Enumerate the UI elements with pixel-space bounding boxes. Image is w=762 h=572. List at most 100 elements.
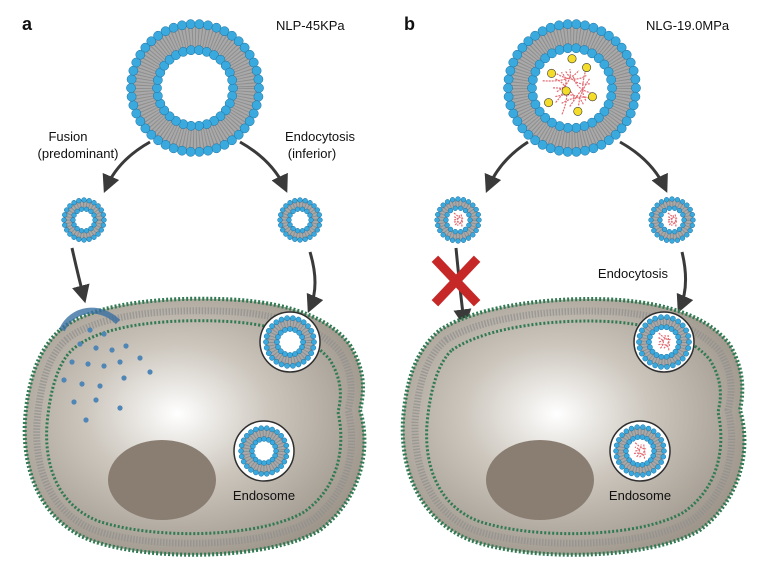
lipid-head xyxy=(619,432,625,438)
lipid-head xyxy=(304,225,310,232)
lipid-tail-striping xyxy=(133,26,257,150)
lipid-head xyxy=(588,143,599,154)
lipid-head xyxy=(239,123,250,134)
lipid-head xyxy=(621,49,632,60)
lipid-head xyxy=(644,460,650,466)
lipid-head xyxy=(475,222,481,229)
lipid-head xyxy=(596,26,607,37)
lipid-head xyxy=(473,227,479,234)
lipid-head xyxy=(78,206,85,212)
lipid-head xyxy=(269,439,276,446)
lipid-head xyxy=(444,199,451,205)
lipid-head xyxy=(593,112,604,123)
lipid-head xyxy=(653,352,660,358)
lipid-head xyxy=(258,471,264,477)
lipid-head xyxy=(284,362,290,369)
lipid-head xyxy=(269,456,276,463)
nucleus-b xyxy=(486,440,594,520)
lipid-head xyxy=(233,129,244,140)
lipid-head xyxy=(562,122,573,133)
lipid-head xyxy=(444,222,450,228)
lipid-head xyxy=(676,226,683,233)
cell-membrane-inner-a xyxy=(33,307,356,547)
lipid-head xyxy=(664,314,670,321)
lipid-head xyxy=(470,232,476,238)
lipid-head xyxy=(240,437,247,444)
cargo-dot xyxy=(109,347,115,353)
lipid-head xyxy=(465,199,472,205)
lipid-head xyxy=(537,139,548,150)
lipid-head xyxy=(177,145,187,156)
lipid-head xyxy=(672,229,678,235)
lipid-head xyxy=(302,236,308,242)
lipid-head xyxy=(310,333,317,340)
lipid-head xyxy=(623,428,630,434)
lipid-head xyxy=(287,352,293,358)
lipid-head xyxy=(244,432,250,439)
lipid-head xyxy=(263,339,269,345)
gel-network-strand xyxy=(565,71,591,85)
lipid-head xyxy=(443,217,449,223)
lipid-head xyxy=(668,326,675,332)
lipid-head xyxy=(160,26,171,37)
lipid-head xyxy=(645,470,652,477)
lipid-head xyxy=(663,324,670,331)
lipid-head xyxy=(616,42,627,53)
lipid-head xyxy=(444,235,451,241)
lipid-head xyxy=(294,206,301,212)
lipid-head xyxy=(675,334,681,340)
lipid-tail-striping xyxy=(640,318,688,366)
lipid-head xyxy=(517,42,528,53)
lipid-head xyxy=(316,212,322,218)
lipid-head xyxy=(269,323,275,329)
gel-network-strand xyxy=(634,446,641,458)
lipid-head xyxy=(634,424,640,430)
lipid-head xyxy=(244,116,255,127)
lipid-head xyxy=(669,196,675,202)
lipid-head xyxy=(675,359,682,366)
lipid-head xyxy=(462,226,469,233)
lipid-head xyxy=(126,91,137,102)
lipid-head xyxy=(523,129,534,140)
lipid-head xyxy=(658,212,664,218)
lipid-head xyxy=(311,231,317,237)
lipid-head xyxy=(562,19,573,29)
lipid-head xyxy=(135,116,146,127)
cargo-dot xyxy=(77,341,83,347)
lipid-head xyxy=(512,116,523,127)
lipid-head xyxy=(628,100,639,111)
lipid-head xyxy=(458,229,464,235)
lipid-head xyxy=(528,91,538,102)
lipid-head xyxy=(685,333,692,339)
lipid-head xyxy=(286,217,292,223)
lipid-head xyxy=(86,198,92,204)
lipid-head xyxy=(307,212,313,218)
lipid-head xyxy=(264,425,270,431)
lipid-head xyxy=(460,197,467,203)
panel-b: b NLG-19.0MPa Endocytosis Endosome xyxy=(400,14,747,557)
lipid-head xyxy=(674,197,681,203)
lipid-head xyxy=(649,348,656,355)
lipid-head xyxy=(640,472,646,478)
lipid-head xyxy=(647,457,654,463)
gel-network-strand xyxy=(542,69,580,82)
lipid-head xyxy=(467,217,473,223)
lipid-head xyxy=(281,437,288,444)
lipid-head xyxy=(630,74,641,85)
lipid-head xyxy=(625,108,636,119)
lipid-head xyxy=(675,344,681,350)
lipid-head xyxy=(277,329,284,336)
fusion-label: Fusion xyxy=(48,129,87,144)
lipid-head xyxy=(219,139,230,150)
lipid-head xyxy=(272,443,278,450)
endosome-b xyxy=(609,420,671,482)
lipid-head xyxy=(67,203,73,209)
lipid-head xyxy=(458,205,464,211)
lipid-head xyxy=(258,425,264,431)
lipid-head xyxy=(244,463,250,470)
lipid-head xyxy=(317,217,323,223)
lipid-head xyxy=(530,30,540,41)
lipid-head xyxy=(672,329,679,336)
lipid-head xyxy=(282,351,288,357)
lipid-head xyxy=(654,232,660,238)
